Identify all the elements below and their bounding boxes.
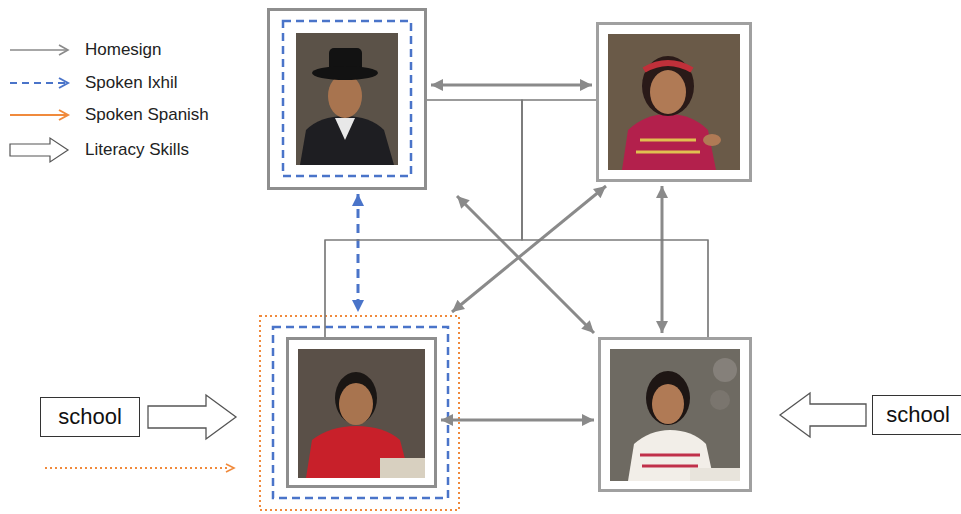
father-photo — [296, 33, 398, 165]
literacy-sample — [10, 138, 68, 162]
girl-photo — [610, 349, 740, 481]
hat-brim — [312, 66, 378, 80]
homesign-arrow — [457, 196, 594, 333]
photo-box — [267, 8, 427, 190]
homesign-arrow — [441, 419, 594, 422]
jacket — [300, 116, 394, 165]
hair — [646, 371, 690, 425]
face — [328, 74, 362, 118]
legend-label: Homesign — [85, 40, 162, 60]
huipil-pattern — [636, 140, 700, 152]
photo-ground — [298, 349, 425, 478]
hair — [642, 56, 694, 116]
face — [650, 70, 686, 114]
node-label: school — [886, 402, 950, 428]
family-line — [427, 100, 708, 337]
face — [652, 384, 684, 424]
photo-box — [596, 22, 752, 182]
stone — [710, 390, 730, 410]
paper — [690, 468, 740, 481]
ixhil-border — [273, 327, 448, 498]
spanish-border — [260, 316, 459, 510]
homesign-arrow — [431, 84, 592, 87]
school-box: school — [40, 397, 140, 437]
family-line — [522, 100, 708, 337]
shirt — [335, 118, 355, 140]
homesign-arrow — [452, 186, 606, 312]
photo-box — [598, 337, 752, 492]
school-box: school — [872, 395, 961, 435]
stone — [713, 358, 737, 382]
legend-samples — [10, 45, 68, 162]
legend-label: Literacy Skills — [85, 140, 189, 160]
ixhil-arrow — [357, 194, 360, 312]
book — [380, 458, 425, 478]
face — [339, 383, 373, 425]
node-label: school — [58, 404, 122, 430]
spanish-sample-head — [59, 110, 68, 120]
legend-label: Spoken Spanish — [85, 105, 209, 125]
family-line — [325, 100, 596, 337]
ixhil-sample-head — [59, 78, 68, 88]
homesign-sample-head — [59, 45, 68, 55]
legend-label: Spoken Ixhil — [85, 73, 178, 93]
homesign-arrow — [661, 186, 664, 333]
headband — [644, 63, 692, 70]
ixhil-sample — [10, 82, 67, 84]
photo-box — [286, 337, 437, 488]
spanish-sample — [10, 114, 67, 116]
boy-photo — [298, 349, 425, 478]
spanish-input-arrow — [45, 464, 234, 472]
literacy-arrow — [148, 395, 236, 439]
photo-ground — [608, 34, 740, 170]
huipil — [622, 114, 716, 170]
hand — [703, 134, 721, 146]
ixhil-border — [283, 21, 411, 176]
photo-ground — [296, 33, 398, 165]
dotted-line — [45, 467, 230, 469]
blouse-pattern — [640, 455, 700, 466]
photo-ground — [610, 349, 740, 481]
literacy-arrow — [780, 393, 866, 437]
arrow-head — [226, 464, 234, 472]
hair — [335, 372, 377, 424]
family-line — [325, 100, 522, 337]
mother-photo — [608, 34, 740, 170]
homesign-sample — [10, 49, 67, 51]
